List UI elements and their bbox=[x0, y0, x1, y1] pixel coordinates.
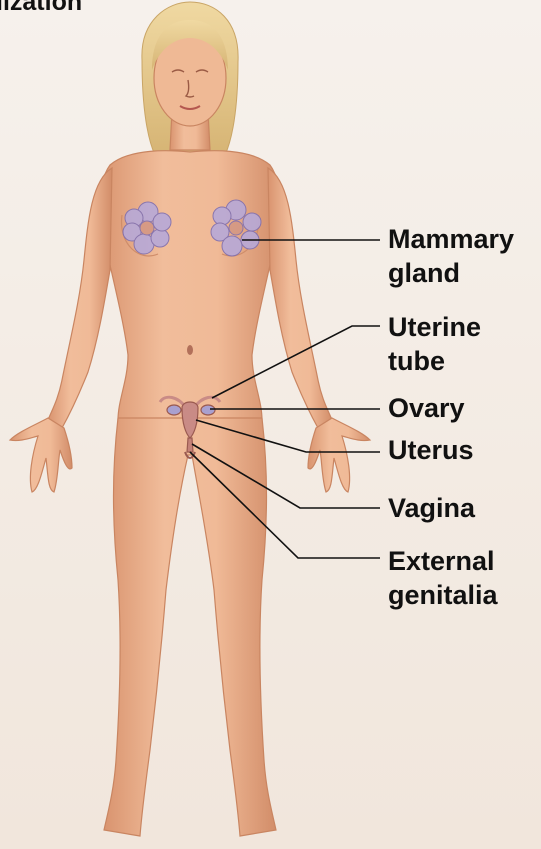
label-uterine-tube: Uterine tube bbox=[388, 310, 481, 378]
label-external-line-2: genitalia bbox=[388, 578, 498, 612]
label-uterus: Uterus bbox=[388, 433, 474, 467]
label-ovary-line-1: Ovary bbox=[388, 391, 465, 425]
vagina bbox=[187, 438, 193, 452]
label-uterine-line-1: Uterine bbox=[388, 310, 481, 344]
body bbox=[10, 110, 370, 836]
label-external-line-1: External bbox=[388, 544, 498, 578]
label-vagina: Vagina bbox=[388, 491, 475, 525]
label-mammary-line-1: Mammary bbox=[388, 222, 514, 256]
label-external-genitalia: External genitalia bbox=[388, 544, 498, 612]
label-uterine-line-2: tube bbox=[388, 344, 481, 378]
ovary-right bbox=[201, 405, 215, 415]
label-uterus-line-1: Uterus bbox=[388, 433, 474, 467]
label-vagina-line-1: Vagina bbox=[388, 491, 475, 525]
label-mammary-gland: Mammary gland bbox=[388, 222, 514, 290]
ovary-left bbox=[167, 405, 181, 415]
label-mammary-line-2: gland bbox=[388, 256, 514, 290]
label-ovary: Ovary bbox=[388, 391, 465, 425]
